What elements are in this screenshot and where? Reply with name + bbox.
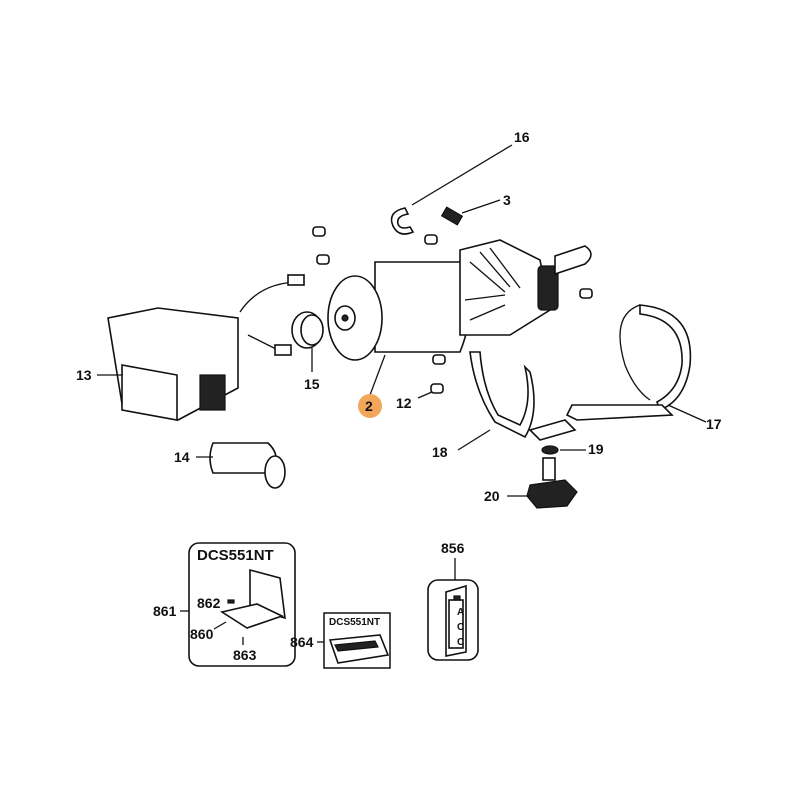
highlight-callout-circle [358, 394, 382, 418]
callout-13: 13 [76, 367, 92, 383]
callout-864: 864 [290, 634, 314, 650]
part-20-knob[interactable] [526, 457, 578, 509]
callout-17: 17 [706, 416, 722, 432]
part-14-plug[interactable] [209, 442, 286, 489]
part-19-washer[interactable] [541, 445, 559, 455]
part-16-clip[interactable] [390, 207, 415, 235]
callout-860: 860 [190, 626, 214, 642]
acc-letter-2: C [457, 622, 464, 633]
callout-856: 856 [441, 540, 465, 556]
callout-14: 14 [174, 449, 190, 465]
part-13-switch[interactable] [107, 274, 305, 421]
brush-bushings [312, 226, 593, 394]
callout-863: 863 [233, 647, 257, 663]
case-box-title: DCS551NT [329, 617, 380, 628]
callout-861: 861 [153, 603, 177, 619]
callout-20: 20 [484, 488, 500, 504]
part-2-motor[interactable] [327, 239, 592, 361]
part-17-ring-bracket[interactable] [565, 304, 692, 421]
part-18-clamp[interactable] [469, 351, 577, 441]
callout-862: 862 [197, 595, 221, 611]
callout-16: 16 [514, 129, 530, 145]
part-15-cap[interactable] [291, 311, 324, 349]
case-box-864[interactable]: DCS551NT [323, 612, 391, 669]
acc-label-856[interactable]: A C C [427, 579, 479, 661]
callout-15: 15 [304, 376, 320, 392]
callout-3: 3 [503, 192, 511, 208]
callout-19: 19 [588, 441, 604, 457]
callout-18: 18 [432, 444, 448, 460]
callout-12: 12 [396, 395, 412, 411]
callout-2[interactable]: 2 [365, 398, 373, 414]
acc-letter-3: C [457, 637, 464, 648]
kit-box-861[interactable]: DCS551NT [188, 542, 296, 667]
kit-box-title: DCS551NT [197, 547, 274, 564]
part-3-spring[interactable] [440, 206, 464, 226]
acc-letter-1: A [457, 607, 464, 618]
